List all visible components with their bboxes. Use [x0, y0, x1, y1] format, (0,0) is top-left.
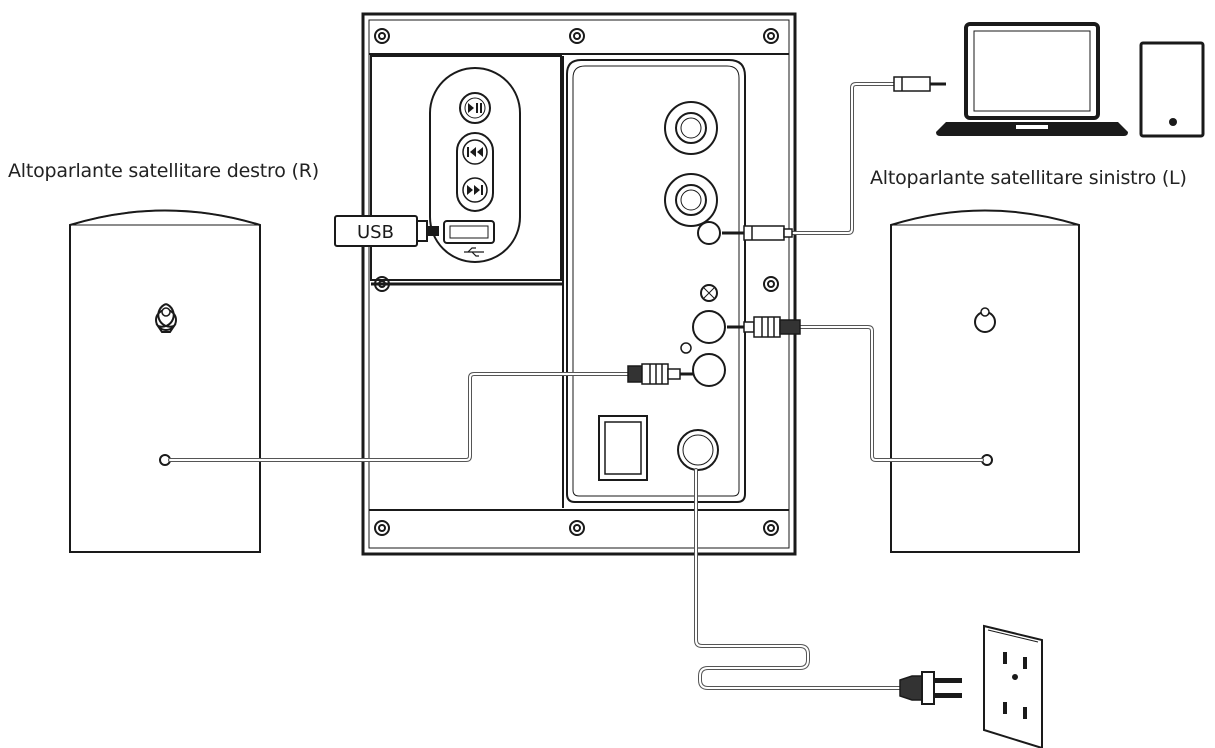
left-output-jack — [692, 310, 726, 344]
right-satellite-speaker — [69, 209, 261, 553]
keyhole-mount-icon — [974, 307, 996, 333]
right-speaker-label: Altoparlante satellitare destro (R) — [8, 160, 319, 182]
right-output-jack — [692, 353, 726, 387]
left-speaker-label: Altoparlante satellitare sinistro (L) — [870, 167, 1187, 189]
usb-flash-drive: USB — [334, 215, 439, 247]
power-plug-icon — [899, 671, 962, 705]
audio-input-jack — [697, 221, 721, 245]
usb-label: USB — [357, 222, 394, 243]
laptop-plug — [893, 76, 946, 92]
speaker-terminal — [664, 101, 718, 155]
screws — [374, 28, 779, 536]
audio-input-plug — [722, 225, 793, 241]
play-pause-icon — [459, 92, 491, 124]
right-rca-plug — [627, 363, 693, 385]
left-satellite-speaker — [890, 209, 1080, 553]
indicator-dot — [680, 342, 692, 354]
speaker-terminal — [664, 173, 718, 227]
power-switch — [598, 415, 648, 481]
keyhole-mount-icon — [155, 303, 177, 333]
volume-knob — [700, 284, 718, 302]
next-track-icon — [462, 177, 488, 203]
previous-track-icon — [462, 139, 488, 165]
phone-icon — [1139, 41, 1205, 138]
wall-outlet-icon — [983, 624, 1043, 748]
left-rca-plug — [727, 316, 801, 338]
usb-icon — [464, 247, 484, 257]
power-cord-grommet — [677, 429, 719, 471]
usb-port — [443, 220, 495, 244]
subwoofer-back-panel: USB — [334, 12, 797, 556]
laptop-icon — [936, 22, 1128, 136]
